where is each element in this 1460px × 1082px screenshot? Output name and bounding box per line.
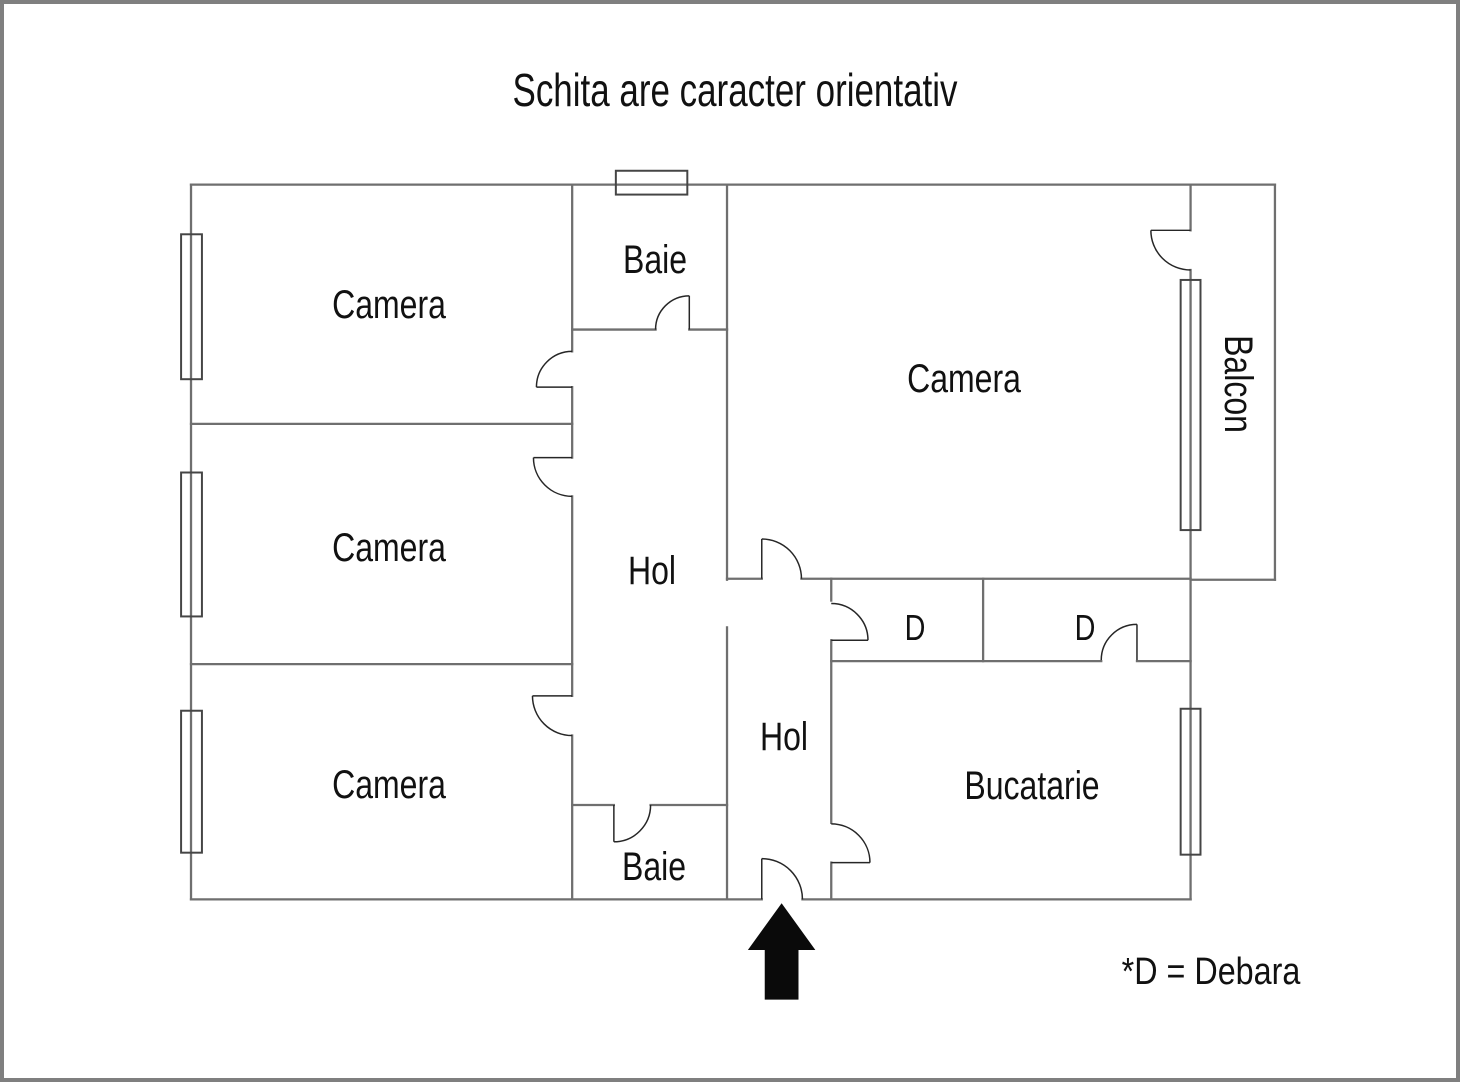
door-debara-2 bbox=[1100, 623, 1138, 661]
door-camera-right bbox=[761, 538, 803, 579]
window-camera-3-icon bbox=[180, 709, 203, 854]
window-bucatarie-icon bbox=[1179, 707, 1202, 856]
room-label-camera-right: Camera bbox=[907, 357, 1021, 401]
door-baie-bottom bbox=[613, 805, 652, 843]
door-debara-2-swing-arc bbox=[1100, 623, 1137, 661]
door-baie-bottom-swing-arc bbox=[613, 805, 652, 843]
door-camera-1 bbox=[535, 350, 573, 388]
entrance-arrow-icon bbox=[747, 903, 816, 1000]
door-camera-3-swing-arc bbox=[531, 695, 573, 737]
room-label-camera-2: Camera bbox=[332, 526, 446, 570]
page-title: Schita are caracter orientativ bbox=[512, 64, 958, 116]
room-label-debara-1: D bbox=[904, 607, 926, 648]
door-camera-3 bbox=[531, 695, 573, 737]
floorplan-svg bbox=[180, 169, 1277, 1000]
room-label-baie-bottom: Baie bbox=[621, 845, 687, 889]
room-label-baie-top: Baie bbox=[622, 238, 688, 282]
room-label-camera-1: Camera bbox=[332, 283, 446, 327]
door-debara-1-swing-arc bbox=[831, 602, 869, 641]
door-baie-top-swing-arc bbox=[654, 295, 690, 330]
walls-layer bbox=[189, 183, 1277, 901]
door-camera-right-swing-arc bbox=[761, 538, 803, 579]
legend-note: *D = Debara bbox=[1121, 951, 1301, 993]
door-entrance bbox=[761, 857, 804, 900]
door-bucatarie-swing-arc bbox=[831, 823, 871, 863]
room-label-hol-main: Hol bbox=[627, 549, 677, 593]
door-camera-2-swing-arc bbox=[532, 457, 573, 498]
door-entrance-swing-arc bbox=[761, 857, 804, 900]
door-bucatarie bbox=[831, 823, 871, 864]
room-label-bucatarie: Bucatarie bbox=[964, 764, 1100, 808]
room-label-balcon: Balcon bbox=[1216, 335, 1260, 433]
room-label-debara-2: D bbox=[1074, 607, 1096, 648]
door-balcon bbox=[1150, 229, 1191, 271]
window-camera-1-icon bbox=[180, 233, 203, 381]
door-balcon-swing-arc bbox=[1150, 230, 1191, 271]
window-baie-top-icon bbox=[614, 169, 689, 196]
room-label-hol-entry: Hol bbox=[759, 715, 809, 759]
doors-layer bbox=[531, 229, 1191, 900]
windows-layer bbox=[180, 169, 1202, 856]
door-debara-1 bbox=[831, 602, 869, 642]
window-camera-2-icon bbox=[180, 471, 203, 618]
room-label-camera-3: Camera bbox=[332, 763, 446, 807]
door-camera-2 bbox=[532, 456, 573, 498]
door-baie-top bbox=[654, 295, 691, 330]
door-camera-1-swing-arc bbox=[535, 350, 573, 388]
window-balcon-icon bbox=[1179, 278, 1202, 532]
